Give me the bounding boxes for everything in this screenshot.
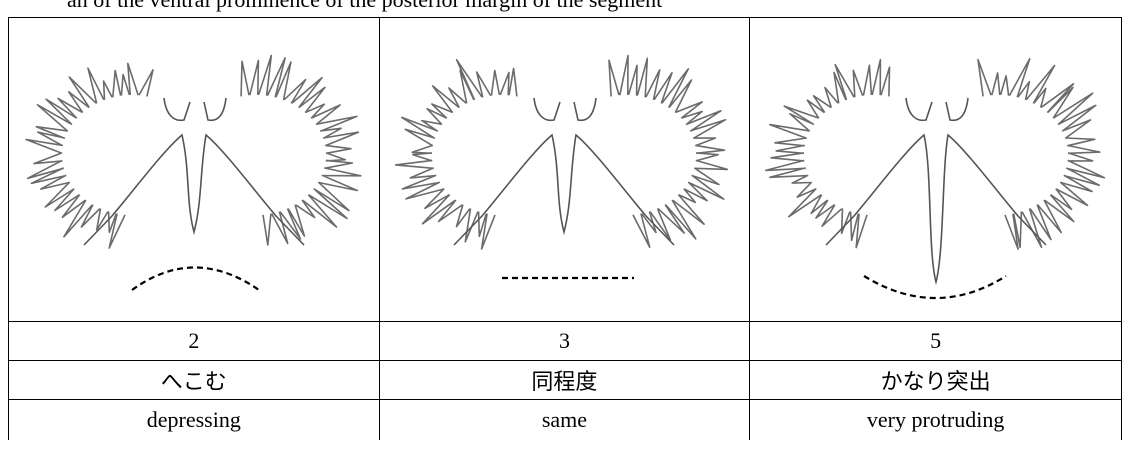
- left-wing-fringe: [764, 58, 890, 248]
- right-wing-fringe: [240, 54, 362, 246]
- english-label: depressing: [8, 399, 380, 440]
- top-notch-outline: [533, 97, 598, 121]
- illustration-cell-3: [749, 17, 1122, 322]
- body-outline: [83, 132, 305, 246]
- english-label-row: depressing same very protruding: [8, 399, 1122, 440]
- illustration-row: [8, 17, 1122, 322]
- japanese-label: へこむ: [8, 360, 380, 400]
- clipped-caption: an of the ventral prominence of the post…: [67, 0, 662, 13]
- english-label: same: [378, 399, 751, 440]
- illustration-cell-2: [378, 17, 751, 322]
- specimen-drawing-same: [395, 54, 729, 279]
- comparison-table: 2 3 5 へこむ 同程度 かなり突出 depressing same very…: [8, 17, 1122, 440]
- score-cell: 3: [378, 321, 751, 361]
- body-outline: [453, 132, 676, 246]
- posterior-margin-reference-line: [131, 266, 260, 291]
- illustration-cell-1: [8, 17, 380, 322]
- specimen-drawing-very-protruding: [764, 57, 1105, 299]
- specimen-drawing-depressing: [25, 54, 362, 291]
- score-cell: 5: [749, 321, 1122, 361]
- score-cell: 2: [8, 321, 380, 361]
- japanese-label: かなり突出: [749, 360, 1122, 400]
- top-notch-outline: [163, 97, 227, 121]
- right-wing-fringe: [976, 57, 1105, 250]
- left-wing-fringe: [395, 58, 519, 250]
- posterior-margin-reference-line: [863, 274, 1007, 299]
- top-notch-outline: [904, 97, 969, 121]
- score-row: 2 3 5: [8, 321, 1122, 361]
- clipped-caption-line: an of the ventral prominence of the post…: [0, 0, 1131, 20]
- japanese-label: 同程度: [378, 360, 751, 400]
- left-wing-fringe: [25, 62, 154, 249]
- english-label: very protruding: [749, 399, 1122, 440]
- body-outline: [825, 132, 1047, 285]
- right-wing-fringe: [608, 54, 729, 248]
- japanese-label-row: へこむ 同程度 かなり突出: [8, 360, 1122, 400]
